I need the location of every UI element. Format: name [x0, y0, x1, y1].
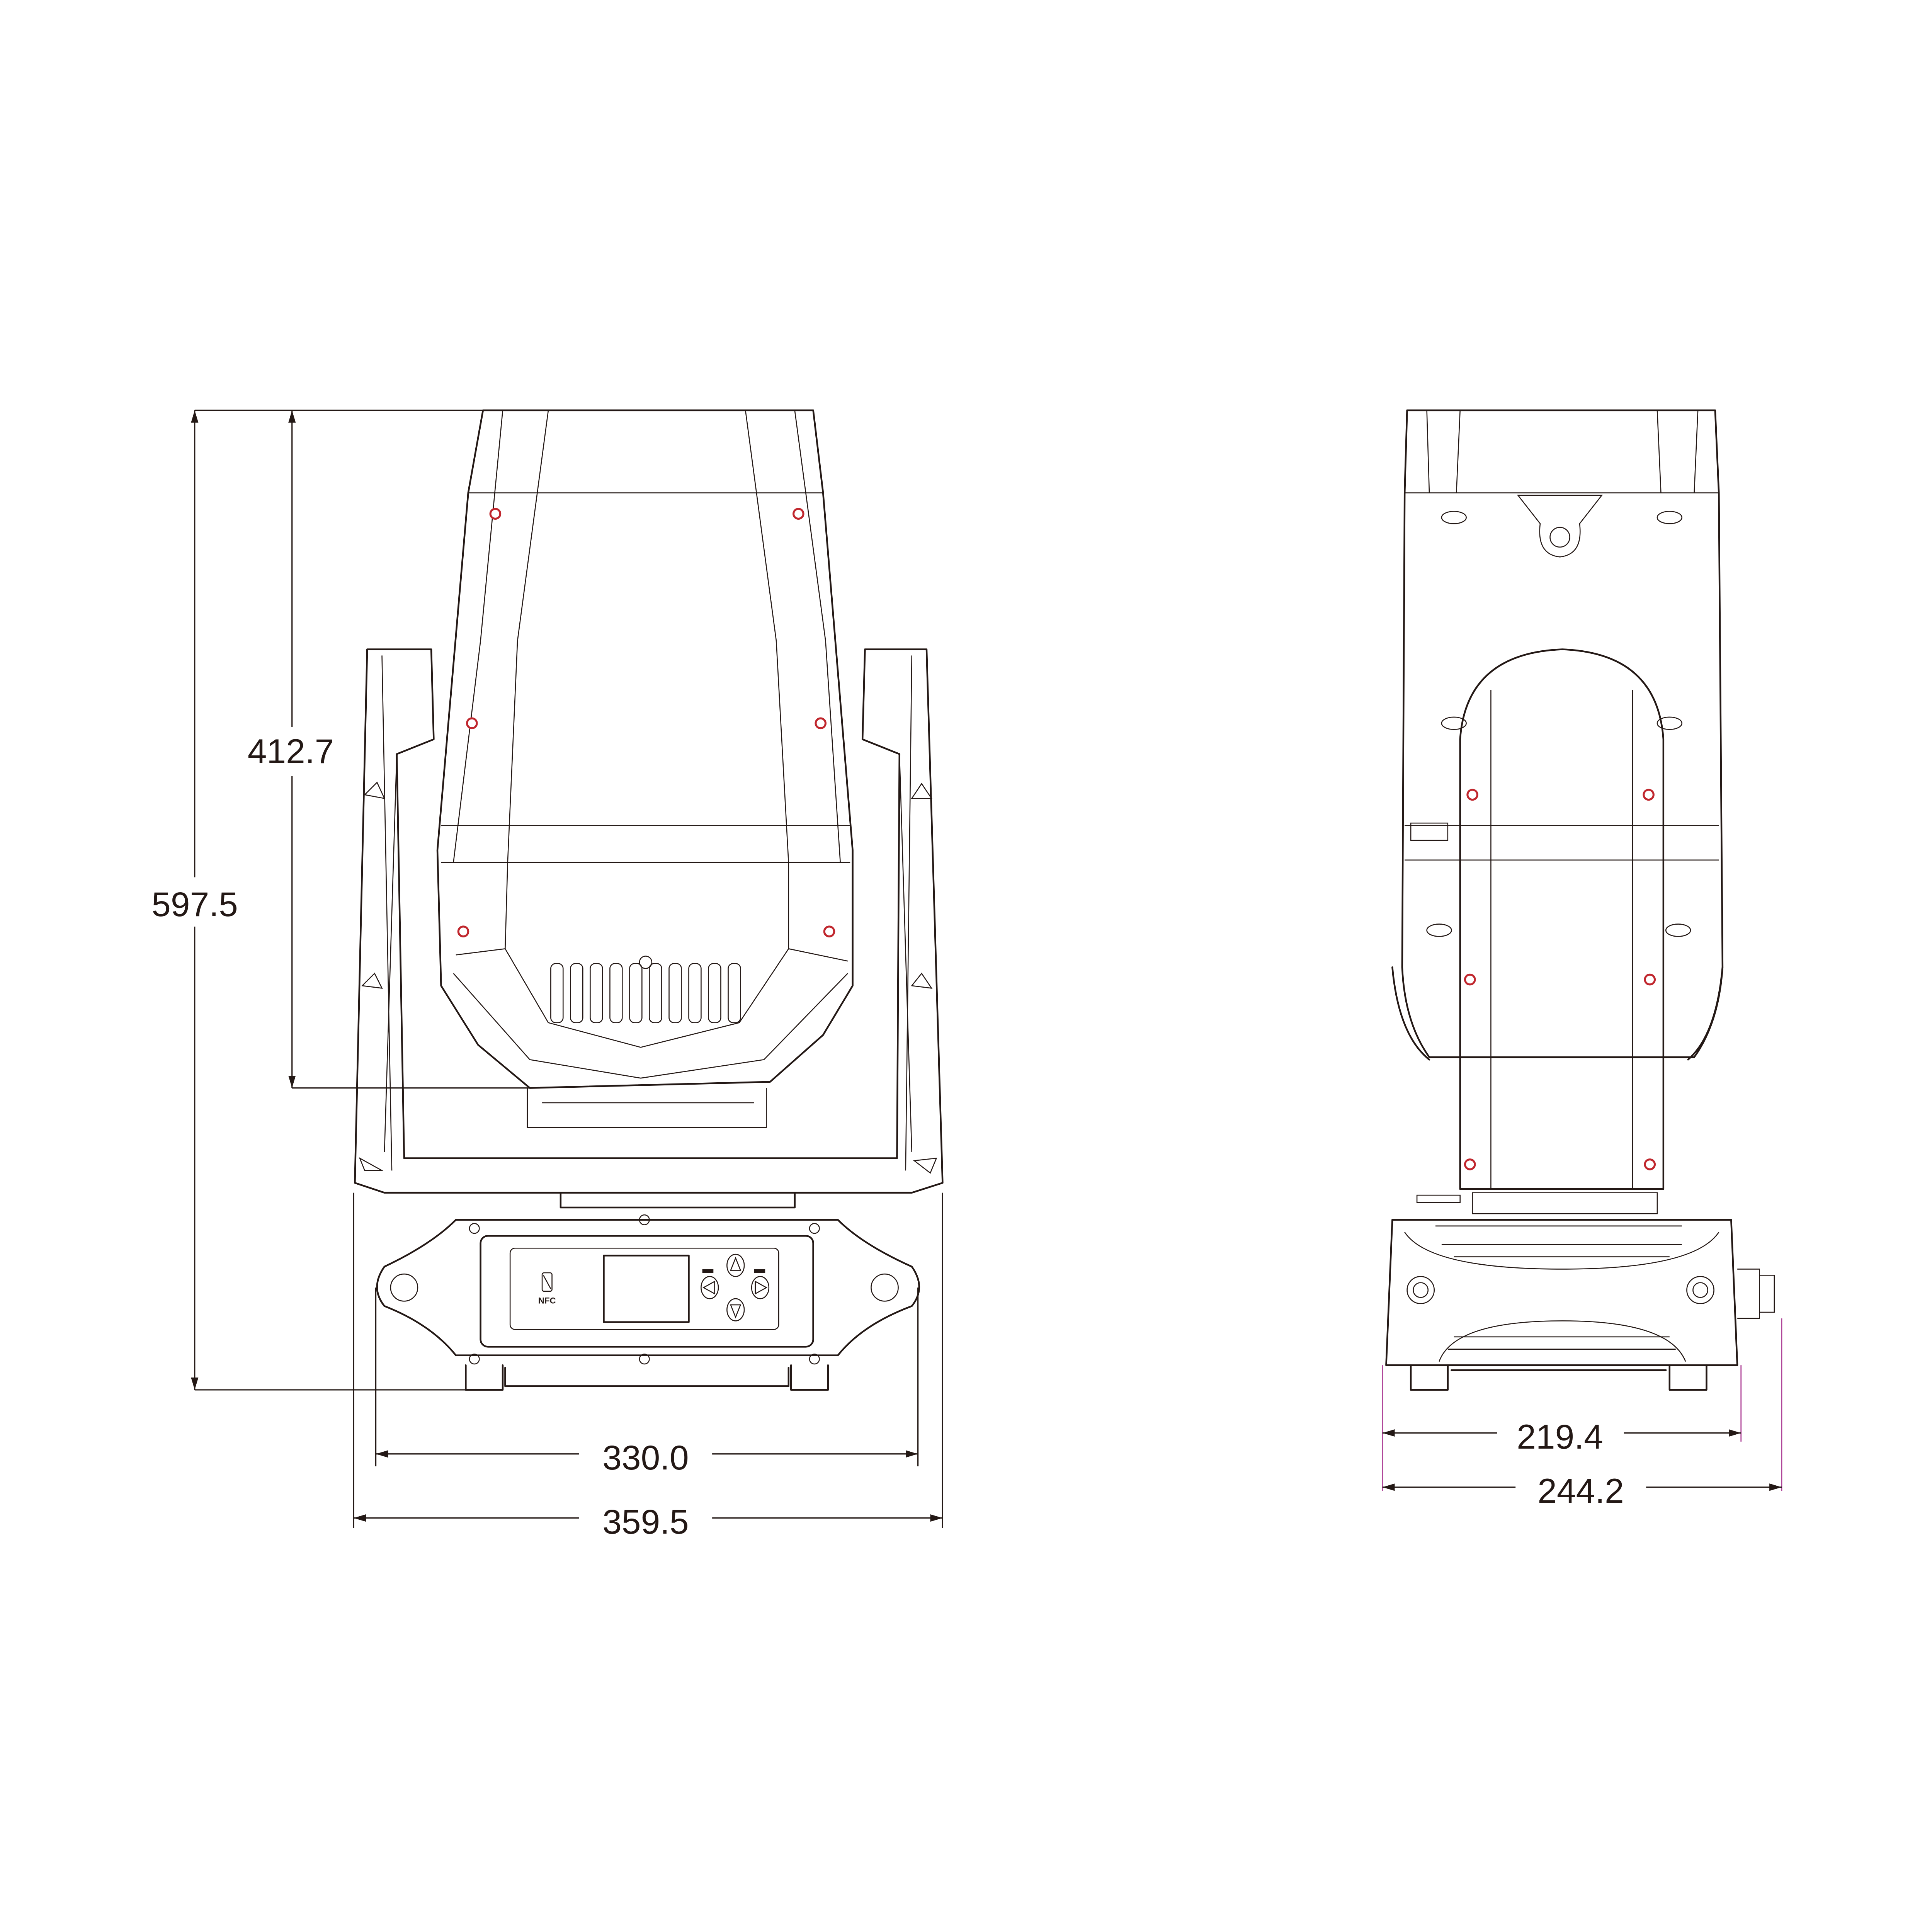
side-head	[1391, 409, 1724, 1061]
dim-base-depth: 219.4	[1517, 1417, 1603, 1456]
side-yoke	[1459, 648, 1665, 1190]
dim-head-height: 412.7	[247, 732, 334, 771]
control-panel: NFC	[480, 1235, 814, 1348]
front-base: NFC	[376, 1192, 920, 1391]
front-yoke	[354, 648, 944, 1194]
button-down-icon	[726, 1298, 745, 1321]
dim-total-width: 359.5	[602, 1502, 689, 1541]
front-head	[436, 409, 854, 1128]
nfc-label: NFC	[538, 1296, 556, 1306]
button-up-icon	[726, 1253, 745, 1277]
screw-icon	[1464, 789, 1656, 1170]
front-vent-grille	[550, 956, 741, 1023]
dim-total-depth: 244.2	[1537, 1471, 1624, 1510]
dimension-lines	[191, 410, 1782, 1528]
nfc-icon: NFC	[538, 1272, 556, 1306]
dim-base-width: 330.0	[602, 1438, 689, 1477]
button-right-icon	[751, 1269, 770, 1299]
side-base	[1385, 1192, 1775, 1391]
side-view	[1385, 409, 1775, 1391]
front-view: NFC	[354, 409, 944, 1391]
display-screen	[603, 1255, 690, 1323]
button-left-icon	[701, 1269, 719, 1299]
dim-total-height: 597.5	[151, 884, 238, 923]
screw-icon	[457, 508, 835, 938]
